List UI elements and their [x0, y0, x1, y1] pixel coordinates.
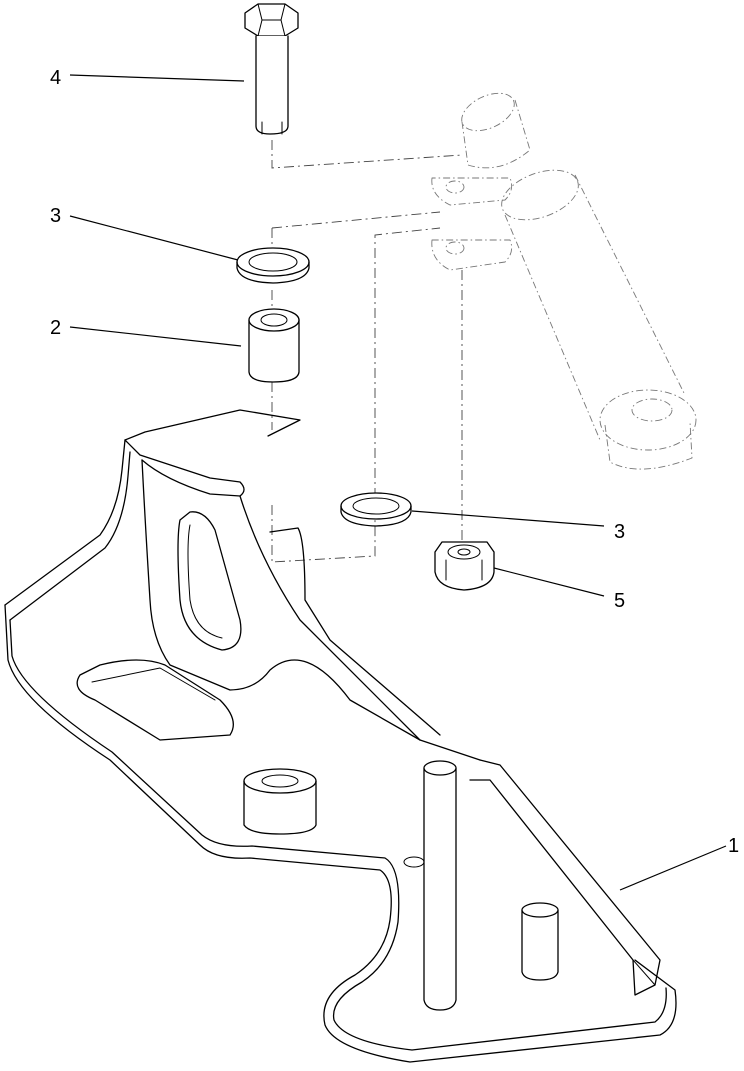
leader-washer-lower [411, 510, 605, 527]
assembly-centerlines [271, 140, 463, 563]
callout-washer-lower: 3 [614, 521, 625, 543]
leader-washer-top [69, 215, 239, 261]
ghost-cylinder [431, 92, 697, 470]
washer-lower-part [340, 492, 412, 527]
leader-bolt [69, 74, 245, 82]
callout-bolt: 4 [50, 67, 61, 89]
callout-bracket: 1 [728, 835, 739, 857]
callout-spacer: 2 [50, 317, 61, 339]
leader-lines [69, 74, 727, 891]
leader-spacer [69, 326, 242, 347]
nut-part [434, 541, 495, 591]
callout-washer-top: 3 [50, 205, 61, 227]
callout-nut: 5 [614, 590, 625, 612]
washer-top-part [236, 247, 310, 284]
spacer-part [248, 308, 300, 383]
bolt-part [244, 3, 299, 135]
leader-nut [493, 567, 605, 597]
bracket-part [4, 409, 677, 1063]
leader-bracket [619, 845, 727, 891]
callout-labels: 4 3 2 3 5 1 [50, 67, 739, 857]
